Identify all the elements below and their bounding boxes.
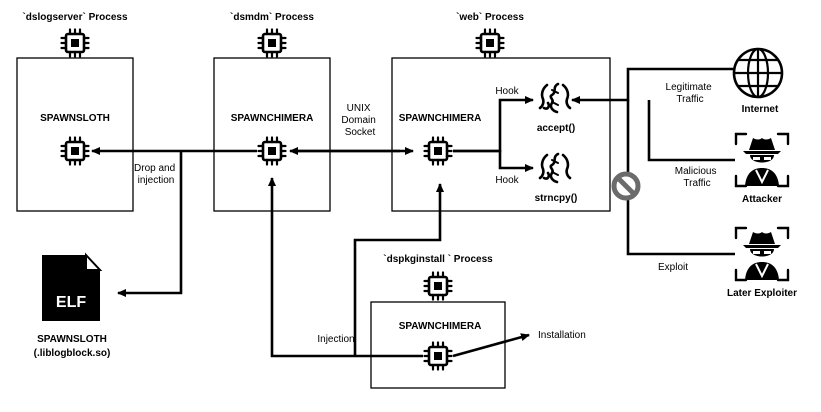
elf-badge: ELF xyxy=(56,294,86,311)
exploit-label: Exploit xyxy=(658,262,688,273)
injection-edge-web xyxy=(353,183,444,356)
hook-label-accept: Hook xyxy=(495,86,519,97)
legitimate-traffic-edge xyxy=(571,67,735,104)
web-process-title: `web` Process xyxy=(456,12,524,23)
chip-icon xyxy=(423,136,453,166)
malicious-traffic-label-line2: Traffic xyxy=(683,178,710,189)
dspkginstall-process-title: `dspkginstall ` Process xyxy=(383,254,493,265)
elf-file-icon: ELF xyxy=(42,252,103,321)
legitimate-traffic-label-line1: Legitimate xyxy=(666,82,713,93)
unix-socket-label-line3: Socket xyxy=(345,127,376,138)
internet-label: Internet xyxy=(742,104,779,115)
malicious-traffic-label-line1: Malicious xyxy=(675,166,717,177)
chip-icon xyxy=(257,136,287,166)
chip-icon xyxy=(60,28,90,58)
globe-icon xyxy=(732,47,784,99)
drop-injection-label-line2: injection xyxy=(138,175,175,186)
web-component-name: SPAWNCHIMERA xyxy=(399,113,482,124)
chip-icon xyxy=(60,136,90,166)
installation-label: Installation xyxy=(538,330,586,341)
drop-injection-label: Drop and injection xyxy=(134,163,178,186)
dslogserver-component-name: SPAWNSLOTH xyxy=(40,113,110,124)
chip-icon xyxy=(257,28,287,58)
no-entry-icon xyxy=(611,171,641,201)
elf-filename: (.liblogblock.so) xyxy=(34,348,111,359)
chip-icon xyxy=(423,271,453,301)
accept-function: accept() xyxy=(537,123,575,134)
unix-socket-label: UNIX Domain Socket xyxy=(341,103,378,138)
hook-strncpy-edge xyxy=(453,149,534,172)
spy-icon xyxy=(734,226,790,282)
legitimate-traffic-label-line2: Traffic xyxy=(676,94,703,105)
injection-edge-dsmdm xyxy=(268,177,423,358)
dsmdm-process-title: `dsmdm` Process xyxy=(230,12,314,23)
later-exploiter-label: Later Exploiter xyxy=(727,288,797,299)
spy-icon xyxy=(734,132,790,188)
chip-icon xyxy=(475,28,505,58)
elf-name: SPAWNSLOTH xyxy=(37,334,107,345)
unix-socket-label-line1: UNIX xyxy=(347,103,371,114)
malicious-traffic-label: Malicious Traffic xyxy=(675,166,719,189)
legitimate-traffic-label: Legitimate Traffic xyxy=(666,82,715,105)
hook-label-strncpy: Hook xyxy=(495,175,519,186)
unix-socket-label-line2: Domain xyxy=(341,115,375,126)
elf-drop-edge xyxy=(117,151,183,297)
chip-icon xyxy=(423,341,453,371)
injection-label: Injection xyxy=(317,334,354,345)
dslogserver-process-title: `dslogserver` Process xyxy=(22,12,127,23)
strncpy-function: strncpy() xyxy=(535,193,578,204)
dspkginstall-component-name: SPAWNCHIMERA xyxy=(399,321,482,332)
dsmdm-component-name: SPAWNCHIMERA xyxy=(231,113,314,124)
attacker-label: Attacker xyxy=(742,194,782,205)
malicious-traffic-edge xyxy=(647,100,735,162)
drop-injection-label-line1: Drop and xyxy=(134,163,175,174)
dslogserver-process-box xyxy=(16,57,134,212)
installation-edge xyxy=(452,333,530,358)
exploit-edge xyxy=(626,100,735,256)
